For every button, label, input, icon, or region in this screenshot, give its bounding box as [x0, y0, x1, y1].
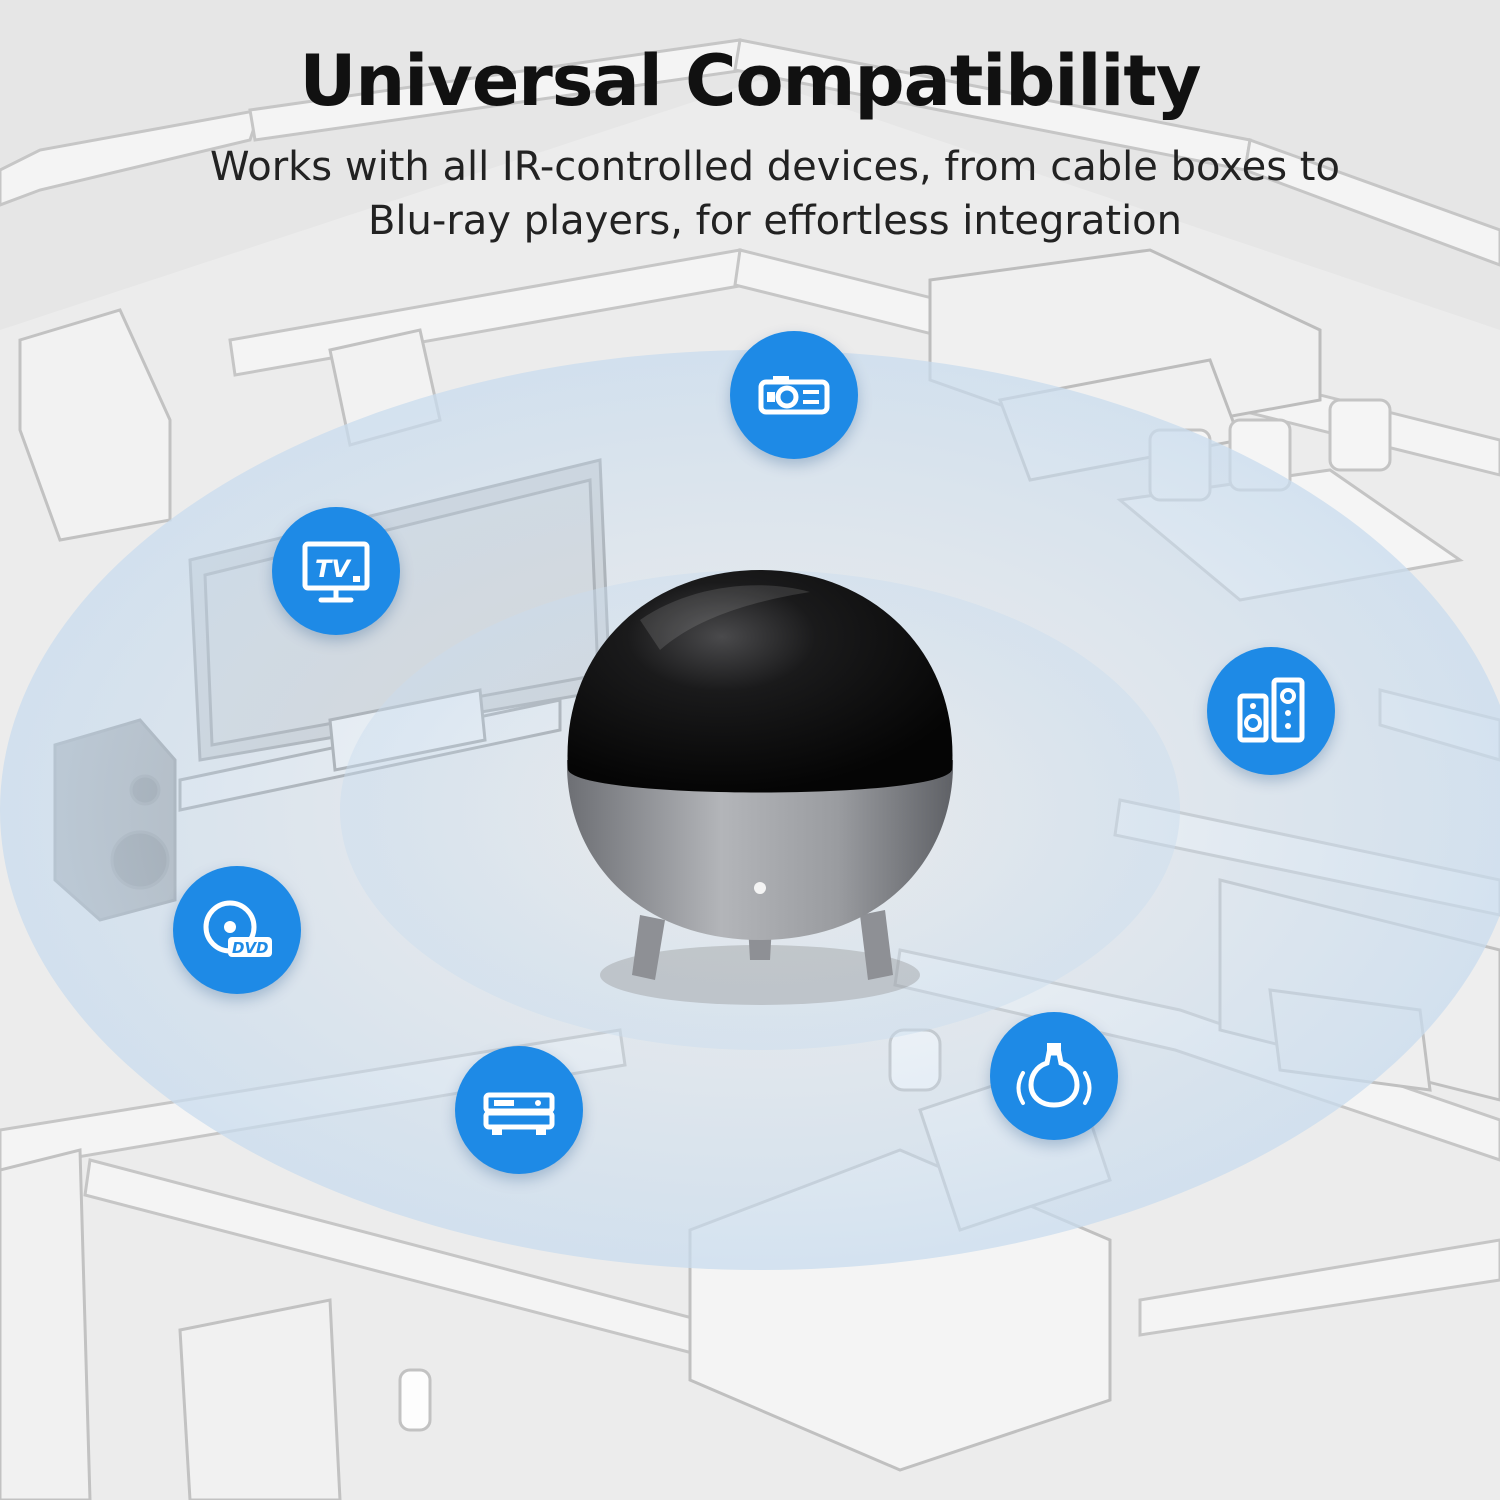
- tv-badge: TV: [272, 507, 400, 635]
- page-title: Universal Compatibility: [299, 40, 1202, 122]
- dvd-badge: DVD: [173, 866, 301, 994]
- tv-icon: TV: [302, 541, 370, 603]
- speaker-badge: speaker-icon: [1207, 647, 1335, 775]
- projector-icon: [758, 376, 830, 415]
- dvd-icon-label: DVD: [232, 939, 269, 957]
- projector-badge: projector-icon: [730, 331, 858, 459]
- light-bulb-badge: light-bulb-icon: [990, 1012, 1118, 1140]
- light-bulb-icon: [1016, 1043, 1092, 1108]
- speaker-icon: [1237, 677, 1305, 743]
- cable-box-icon: [483, 1092, 555, 1135]
- cable-box-badge: cable-box-icon: [455, 1046, 583, 1174]
- subtitle-line-2: Blu-ray players, for effortless integrat…: [367, 198, 1183, 244]
- subtitle-line-1: Works with all IR-controlled devices, fr…: [210, 144, 1340, 190]
- page-subtitle: Works with all IR-controlled devices, fr…: [100, 140, 1450, 248]
- dvd-icon: DVD: [203, 900, 272, 957]
- tv-icon-label: TV: [315, 555, 352, 583]
